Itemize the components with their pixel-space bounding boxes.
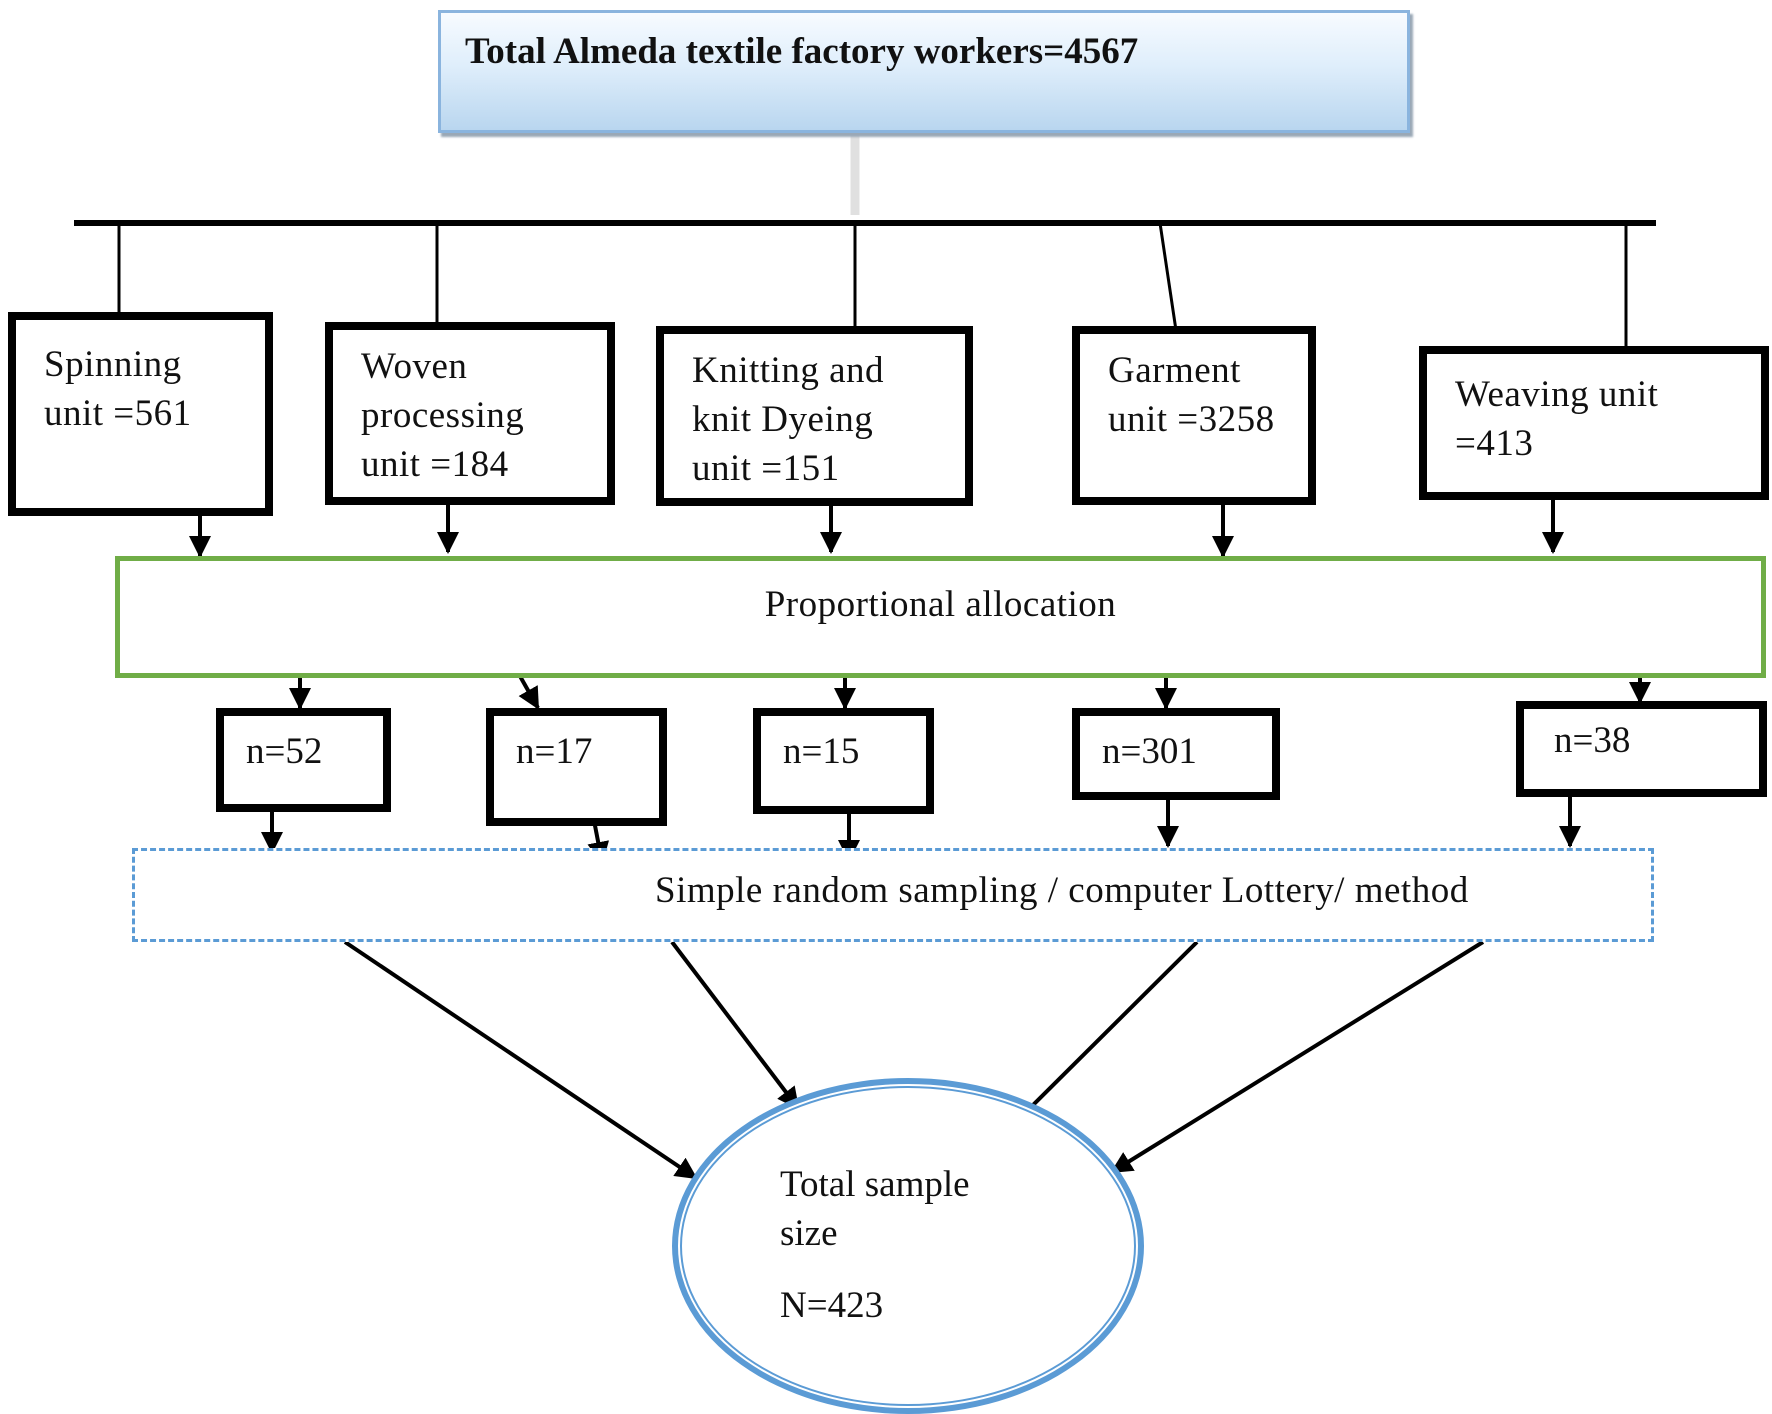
- garment-unit-label: Garment unit =3258: [1108, 350, 1275, 440]
- sample-label-knitting: n=15: [783, 731, 860, 772]
- sample-label-garment: n=301: [1102, 731, 1197, 772]
- knitting-unit-label: Knitting and knit Dyeing unit =151: [692, 350, 885, 489]
- total-sample-ellipse: Total sample size N=423: [676, 1082, 1140, 1410]
- sample-box-weaving: n=38: [1516, 701, 1767, 797]
- total-workers-box: Total Almeda textile factory workers=456…: [438, 10, 1410, 133]
- knitting-unit-box: Knitting and knit Dyeing unit =151: [656, 326, 973, 506]
- spinning-unit-label: Spinning unit =561: [44, 344, 192, 434]
- woven-processing-unit-label: Woven processing unit =184: [361, 346, 525, 485]
- simple-random-sampling-label: Simple random sampling / computer Lotter…: [655, 870, 1469, 911]
- total-sample-value: N=423: [780, 1285, 884, 1326]
- sample-box-woven: n=17: [486, 708, 667, 826]
- sample-label-weaving: n=38: [1554, 720, 1631, 761]
- sample-label-woven: n=17: [516, 731, 593, 772]
- weaving-unit-label: Weaving unit =413: [1455, 374, 1659, 464]
- sample-label-spinning: n=52: [246, 731, 323, 772]
- spinning-unit-box: Spinning unit =561: [8, 312, 273, 516]
- weaving-unit-box: Weaving unit =413: [1419, 346, 1769, 500]
- total-sample-label: Total sample size: [780, 1164, 970, 1254]
- sample-box-spinning: n=52: [216, 708, 391, 812]
- total-workers-label: Total Almeda textile factory workers=456…: [465, 31, 1139, 72]
- proportional-allocation-box: Proportional allocation: [115, 556, 1766, 678]
- sample-box-garment: n=301: [1072, 708, 1280, 800]
- woven-processing-unit-box: Woven processing unit =184: [325, 322, 615, 505]
- proportional-allocation-label: Proportional allocation: [764, 584, 1117, 625]
- sample-box-knitting: n=15: [753, 708, 934, 814]
- garment-unit-box: Garment unit =3258: [1072, 326, 1316, 505]
- simple-random-sampling-box: Simple random sampling / computer Lotter…: [132, 848, 1654, 942]
